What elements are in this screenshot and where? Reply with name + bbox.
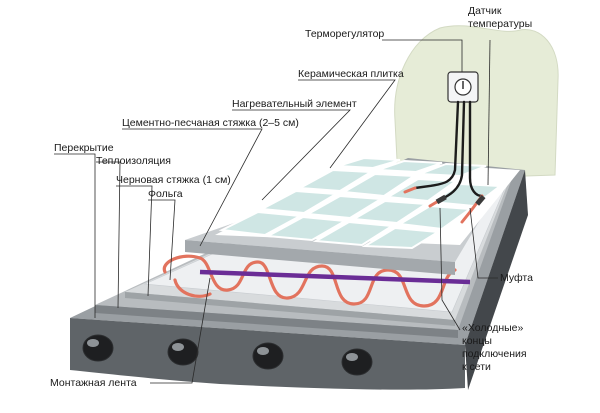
label-heating: Нагревательный элемент (232, 98, 357, 110)
label-insulation: Теплоизоляция (96, 155, 171, 167)
thermostat (447, 71, 479, 103)
hollow-4 (341, 348, 373, 376)
mount-tape (199, 269, 471, 285)
rough-screed-front (125, 292, 455, 326)
leader-rough-screed (116, 185, 153, 297)
leader-heating (232, 109, 351, 201)
coupling-sleeve-2 (475, 194, 486, 206)
leader-lines (54, 39, 498, 384)
label-sensor-1: Датчик (468, 5, 502, 17)
label-cold-4: к сети (462, 361, 491, 373)
leader-coupling (469, 207, 498, 279)
label-coupling: Муфта (500, 272, 533, 284)
leader-foil (148, 199, 176, 281)
leader-cold-ends (439, 207, 461, 331)
leader-mount-tape (150, 277, 211, 384)
hollow-1 (82, 334, 114, 362)
leader-insulation (96, 161, 121, 309)
hollow-2 (167, 338, 199, 366)
label-tile: Керамическая плитка (298, 68, 404, 80)
label-rough-screed: Черновая стяжка (1 см) (116, 174, 231, 186)
ceramic-tile-area (215, 156, 520, 250)
label-foil: Фольга (148, 188, 183, 200)
label-cold-3: подключения (462, 348, 527, 360)
label-cold-2: концы (462, 335, 492, 347)
coupling-sleeve (435, 194, 447, 205)
insulation-front (95, 305, 458, 338)
label-thermostat: Терморегулятор (305, 28, 384, 40)
wall-section (394, 25, 559, 181)
slab-side (465, 170, 528, 390)
hollow-highlights (87, 339, 358, 361)
leader-thermostat (382, 39, 463, 72)
label-slab: Перекрытие (54, 142, 114, 154)
label-cold-1: «Холодные» (462, 322, 523, 334)
screed-front (185, 240, 455, 275)
leader-tile (298, 79, 396, 169)
hollow-3 (252, 342, 284, 370)
label-mount-tape: Монтажная лента (50, 377, 137, 389)
leader-screed (122, 128, 263, 247)
leader-sensor (487, 39, 491, 186)
leader-slab (54, 153, 96, 318)
label-sensor-2: температуры (468, 18, 532, 30)
label-screed: Цементно-песчаная стяжка (2–5 см) (122, 117, 299, 129)
